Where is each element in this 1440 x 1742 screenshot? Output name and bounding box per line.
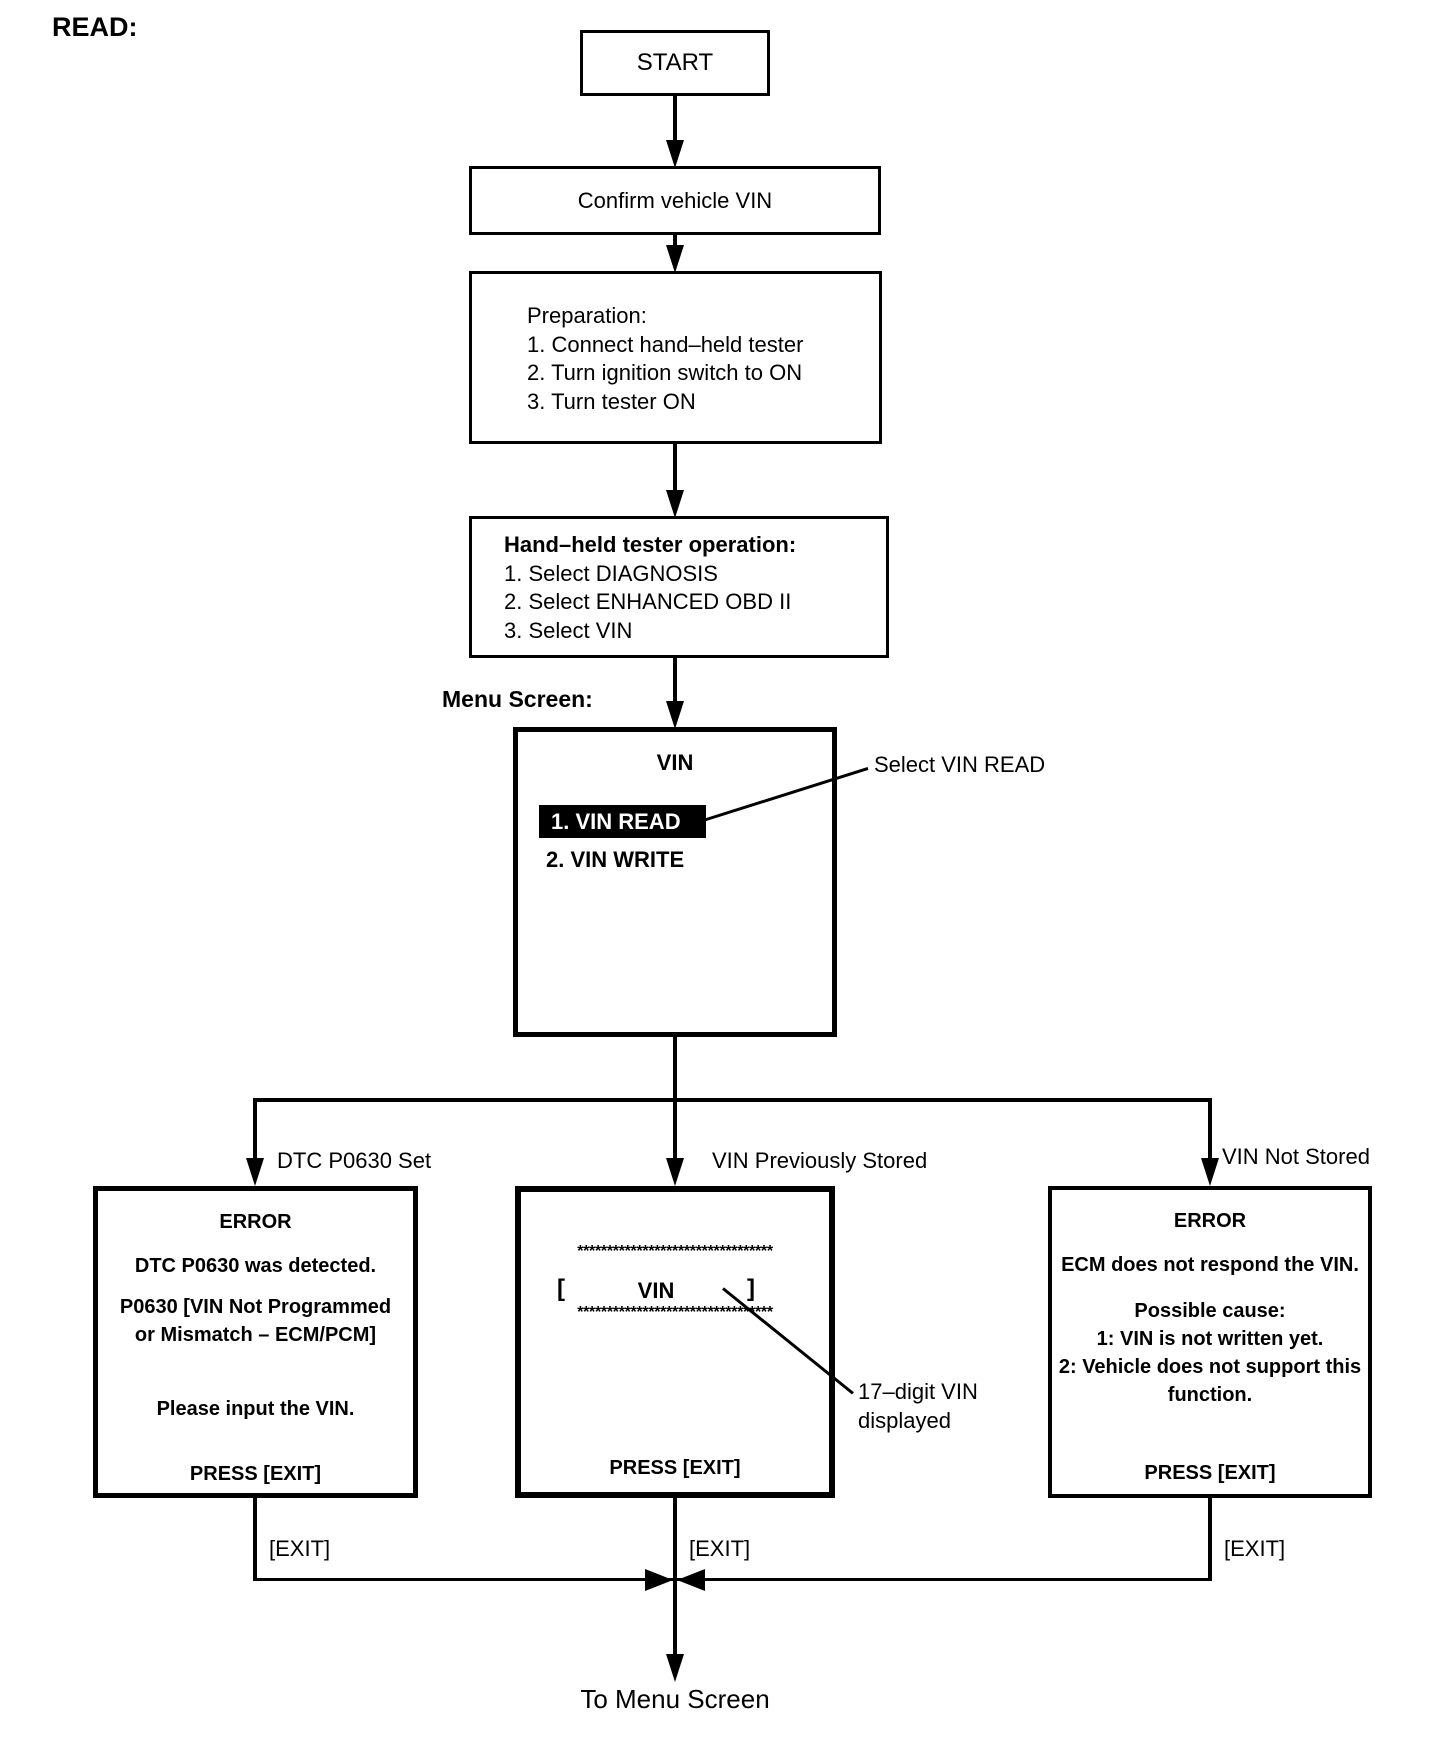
start-node: START <box>580 30 770 96</box>
bracket-open: [ <box>557 1275 565 1302</box>
error-dtc-title: ERROR <box>219 1211 292 1233</box>
arrowhead-left-icon <box>677 1569 705 1591</box>
vin-digit-callout-line2: displayed <box>858 1408 951 1433</box>
connector-branch-right <box>1208 1098 1212 1162</box>
select-callout-label: Select VIN READ <box>874 752 1046 777</box>
exit-label-right: [EXIT] <box>1224 1536 1286 1561</box>
converge-line <box>253 1578 1212 1581</box>
menu-screen-label: Menu Screen: <box>442 686 593 712</box>
connector-preparation-tester <box>673 444 677 494</box>
read-section-label: READ: <box>52 12 138 42</box>
error-ecm-title: ERROR <box>1173 1210 1247 1232</box>
asterisk-row-bottom: ********************************* <box>577 1304 773 1321</box>
exit-label-middle: [EXIT] <box>689 1536 751 1561</box>
arrowhead-right-icon <box>645 1569 673 1591</box>
error-dtc-press-exit: PRESS [EXIT] <box>189 1463 322 1485</box>
error-dtc-line: P0630 [VIN Not Programmed <box>119 1296 392 1318</box>
preparation-item: 1. Connect hand–held tester <box>527 331 804 357</box>
arrowhead-down-icon <box>666 701 684 729</box>
error-ecm-line: ECM does not respond the VIN. <box>1061 1254 1359 1276</box>
menu-title: VIN <box>656 750 694 775</box>
arrowhead-down-icon <box>666 490 684 518</box>
error-dtc-node: ERROR DTC P0630 was detected. P0630 [VIN… <box>93 1186 418 1498</box>
exit-label-left: [EXIT] <box>269 1536 331 1561</box>
tester-operation-item: 2. Select ENHANCED OBD II <box>504 589 792 614</box>
arrowhead-down-icon <box>666 1158 684 1186</box>
menu-screen-node: VIN 1. VIN READ 2. VIN WRITE <box>513 727 837 1037</box>
preparation-node: Preparation: 1. Connect hand–held tester… <box>469 271 882 444</box>
connector-exit-left <box>253 1498 257 1581</box>
error-ecm-line: 1: VIN is not written yet. <box>1096 1328 1324 1350</box>
vin-display-node: ********************************* [ VIN … <box>515 1186 835 1498</box>
connector-tester-menu <box>673 658 677 706</box>
bracket-close: ] <box>747 1275 755 1302</box>
vin-value-label: VIN <box>637 1278 675 1303</box>
connector-menu-branch <box>673 1037 677 1100</box>
preparation-title: Preparation: <box>527 303 647 328</box>
confirm-vin-node: Confirm vehicle VIN <box>469 166 881 235</box>
error-dtc-line: Please input the VIN. <box>156 1398 355 1420</box>
connector-confirm-preparation <box>673 235 677 251</box>
branch-label-vin-previously-stored: VIN Previously Stored <box>712 1148 928 1173</box>
error-ecm-node: ERROR ECM does not respond the VIN. Poss… <box>1048 1186 1372 1498</box>
error-ecm-press-exit: PRESS [EXIT] <box>1144 1462 1276 1484</box>
tester-operation-node: Hand–held tester operation: 1. Select DI… <box>469 516 889 658</box>
start-label: START <box>636 49 714 76</box>
error-ecm-line: function. <box>1167 1384 1253 1406</box>
arrowhead-down-icon <box>666 245 684 273</box>
tester-operation-item: 3. Select VIN <box>504 617 633 643</box>
connector-start-confirm <box>673 96 677 146</box>
vin-digit-callout-line1: 17–digit VIN <box>858 1379 978 1404</box>
error-ecm-line: Possible cause: <box>1134 1300 1286 1322</box>
arrowhead-down-icon <box>1201 1158 1219 1186</box>
vin-display-press-exit: PRESS [EXIT] <box>609 1457 741 1479</box>
error-ecm-line: 2: Vehicle does not support this <box>1058 1356 1362 1378</box>
vin-digit-callout-label: 17–digit VIN displayed <box>858 1377 978 1435</box>
menu-item-vin-write: 2. VIN WRITE <box>546 847 685 872</box>
confirm-vin-label: Confirm vehicle VIN <box>577 187 773 213</box>
tester-operation-item: 1. Select DIAGNOSIS <box>504 560 718 586</box>
branch-line <box>253 1098 1212 1102</box>
branch-label-vin-not-stored: VIN Not Stored <box>1222 1144 1370 1169</box>
arrowhead-down-icon <box>246 1158 264 1186</box>
tester-operation-title: Hand–held tester operation: <box>504 532 797 557</box>
preparation-item: 3. Turn tester ON <box>527 388 696 414</box>
error-dtc-line: DTC P0630 was detected. <box>134 1255 377 1277</box>
to-menu-screen-label: To Menu Screen <box>580 1684 770 1714</box>
branch-label-dtc-p0630-set: DTC P0630 Set <box>277 1148 432 1173</box>
connector-branch-left <box>253 1098 257 1162</box>
preparation-item: 2. Turn ignition switch to ON <box>527 360 803 385</box>
error-dtc-line: or Mismatch – ECM/PCM] <box>134 1324 377 1346</box>
arrowhead-down-icon <box>666 1654 684 1682</box>
connector-branch-middle <box>673 1098 677 1162</box>
vin-bracket-row: [ VIN ] <box>521 1276 829 1308</box>
menu-item-vin-read: 1. VIN READ <box>539 805 706 838</box>
arrowhead-down-icon <box>666 140 684 168</box>
connector-exit-right <box>1208 1498 1212 1581</box>
asterisk-row-top: ********************************* <box>577 1243 773 1260</box>
